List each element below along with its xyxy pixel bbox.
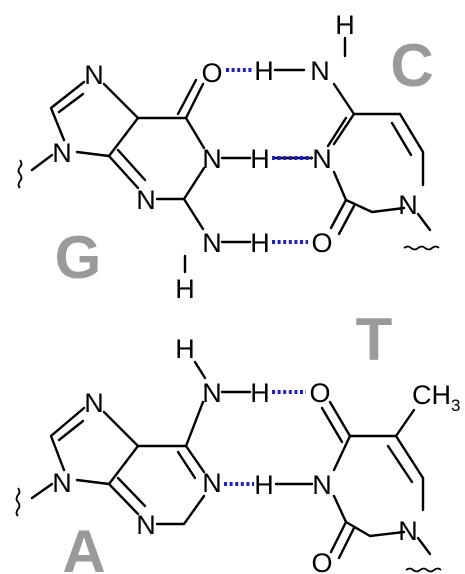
cytosine-n3-label: N: [312, 144, 332, 174]
adenine-molecule: H N H N N N N: [15, 334, 270, 540]
adenine-amine-h-label: H: [250, 378, 270, 408]
adenine-amine-n-label: N: [202, 378, 222, 408]
adenine-n3-label: N: [136, 510, 156, 540]
thymine-bonds: [274, 400, 442, 573]
guanine-n7-label: N: [84, 60, 104, 90]
methyl-ch-text: CH: [412, 380, 451, 410]
adenine-amine-h-top-label: H: [175, 334, 195, 364]
cytosine-amine-n-label: N: [310, 56, 330, 86]
guanine-base-label: G: [55, 224, 102, 291]
adenine-attachment-wavy: [15, 487, 21, 517]
guanine-n9-label: N: [52, 138, 72, 168]
methyl-subscript: 3: [451, 396, 460, 415]
at-hydrogen-bonds: [224, 390, 306, 486]
guanine-o6-label: O: [201, 58, 222, 88]
cytosine-amine-h-top-label: H: [335, 10, 355, 40]
guanine-n1-label: N: [202, 144, 222, 174]
adenine-n1-label: N: [202, 468, 222, 498]
thymine-n3-label: N: [312, 470, 332, 500]
adenine-n1-h-label: H: [254, 470, 274, 500]
guanine-amine-h-label: H: [250, 228, 270, 258]
adenine-n7-label: N: [84, 388, 104, 418]
thymine-o2-label: O: [311, 548, 332, 574]
thymine-n1-label: N: [398, 516, 418, 546]
thymine-methyl-label: CH3: [412, 380, 460, 415]
gc-base-pair: N N O N N N H H H: [17, 10, 440, 304]
adenine-bonds: [15, 360, 252, 526]
adenine-n9-label: N: [52, 468, 72, 498]
cytosine-o2-label: O: [311, 228, 332, 258]
guanine-amine-h2-label: H: [175, 274, 195, 304]
cytosine-attachment-wavy: [403, 245, 440, 251]
guanine-n1-h-label: H: [250, 144, 270, 174]
thymine-o4-label: O: [309, 378, 330, 408]
guanine-molecule: N N O N N N H H H: [17, 58, 270, 304]
guanine-amine-n-label: N: [202, 228, 222, 258]
cytosine-base-label: C: [390, 32, 433, 99]
thymine-base-label: T: [356, 306, 393, 373]
gc-hydrogen-bonds: [226, 68, 312, 244]
adenine-base-label: A: [62, 518, 105, 574]
cytosine-n1-label: N: [398, 190, 418, 220]
cytosine-amine-h-label: H: [254, 56, 274, 86]
guanine-bonds: [17, 78, 252, 274]
thymine-molecule: O N N O CH3 H: [254, 378, 460, 574]
guanine-attachment-wavy: [17, 159, 23, 189]
at-base-pair: H N H N N N N: [15, 306, 460, 574]
guanine-n3-label: N: [136, 185, 156, 215]
thymine-attachment-wavy: [405, 567, 442, 573]
